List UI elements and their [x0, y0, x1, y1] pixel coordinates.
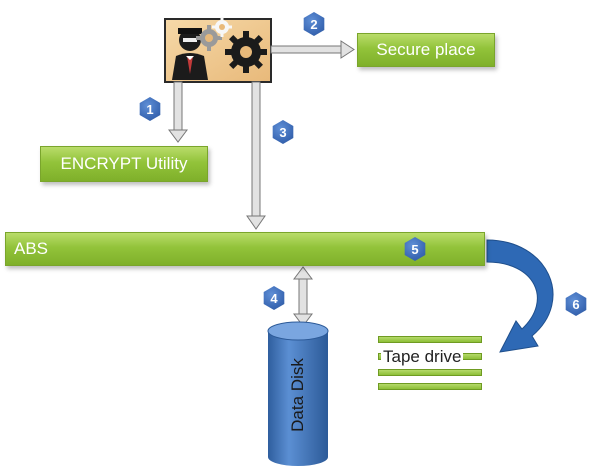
tape-stripe: [378, 369, 482, 376]
abs-label: ABS: [14, 239, 49, 258]
encrypt-utility-box: ENCRYPT Utility: [40, 146, 208, 182]
arrow-to-encrypt-utility: [168, 81, 188, 143]
secure-place-label: Secure place: [376, 40, 476, 59]
step-badge-3: 3: [272, 120, 294, 144]
data-disk-label: Data Disk: [288, 358, 307, 432]
step-badge-4: 4: [263, 286, 285, 310]
encrypt-utility-label: ENCRYPT Utility: [60, 154, 188, 173]
step-badge-1: 1: [139, 97, 161, 121]
arrow-to-secure-place: [270, 40, 355, 59]
step-badge-2: 2: [303, 12, 325, 36]
data-disk-cylinder: [267, 321, 329, 466]
data-disk-label-wrap: Data Disk: [268, 330, 328, 460]
step-badge-6: 6: [565, 292, 587, 316]
arrow-abs-data-disk: [293, 266, 313, 327]
secure-place-box: Secure place: [357, 33, 495, 67]
tape-stripe: [378, 336, 482, 343]
arrow-to-abs: [246, 81, 266, 230]
tape-drive-label: Tape drive: [381, 346, 464, 368]
tape-drive: Tape drive: [378, 336, 482, 398]
tape-stripe: [378, 383, 482, 390]
step-badge-5: 5: [404, 237, 426, 261]
person-with-gears-icon: [164, 17, 272, 83]
curved-arrow-to-tape-drive: [486, 239, 554, 353]
